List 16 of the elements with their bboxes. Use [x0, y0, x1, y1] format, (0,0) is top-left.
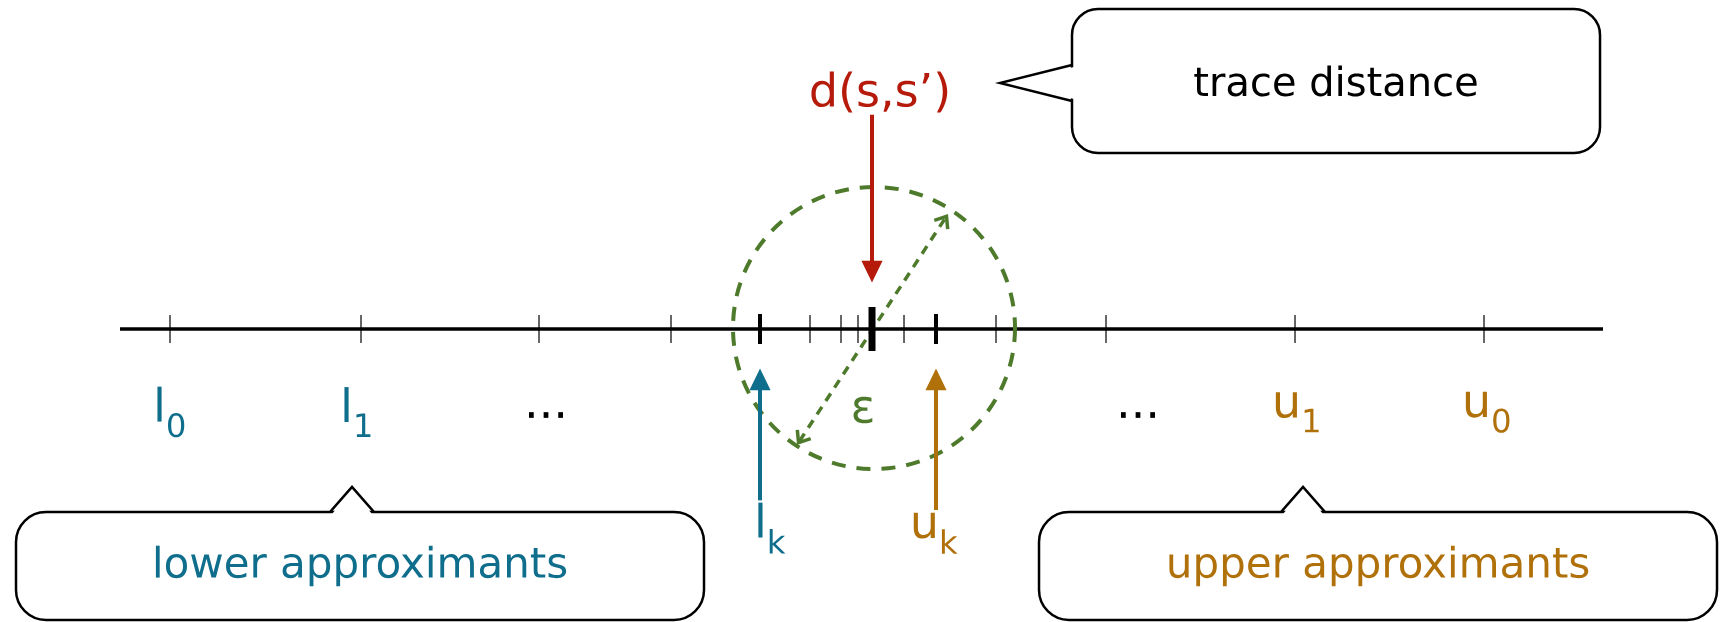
variable-label: u$_{0}$ — [1465, 391, 1510, 433]
tick-mark — [868, 307, 876, 351]
tick-mark — [758, 314, 762, 344]
ellipsis: ... — [1121, 412, 1155, 418]
variable-label: l$_{1}$ — [344, 387, 371, 437]
variable-label: d(s,s’) — [811, 71, 948, 113]
variable-label: u$_{1}$ — [1275, 391, 1319, 433]
epsilon-label: ε — [853, 396, 873, 424]
speech-bubble: lower approximants — [14, 485, 706, 622]
speech-bubble: trace distance — [994, 7, 1602, 155]
variable-label: l$_{k}$ — [758, 502, 786, 554]
tick-mark — [934, 314, 938, 344]
speech-bubble: upper approximants — [1037, 485, 1719, 622]
ellipsis: ... — [529, 412, 563, 418]
variable-label: u$_{k}$ — [913, 512, 958, 554]
variable-label: l$_{0}$ — [157, 386, 185, 438]
